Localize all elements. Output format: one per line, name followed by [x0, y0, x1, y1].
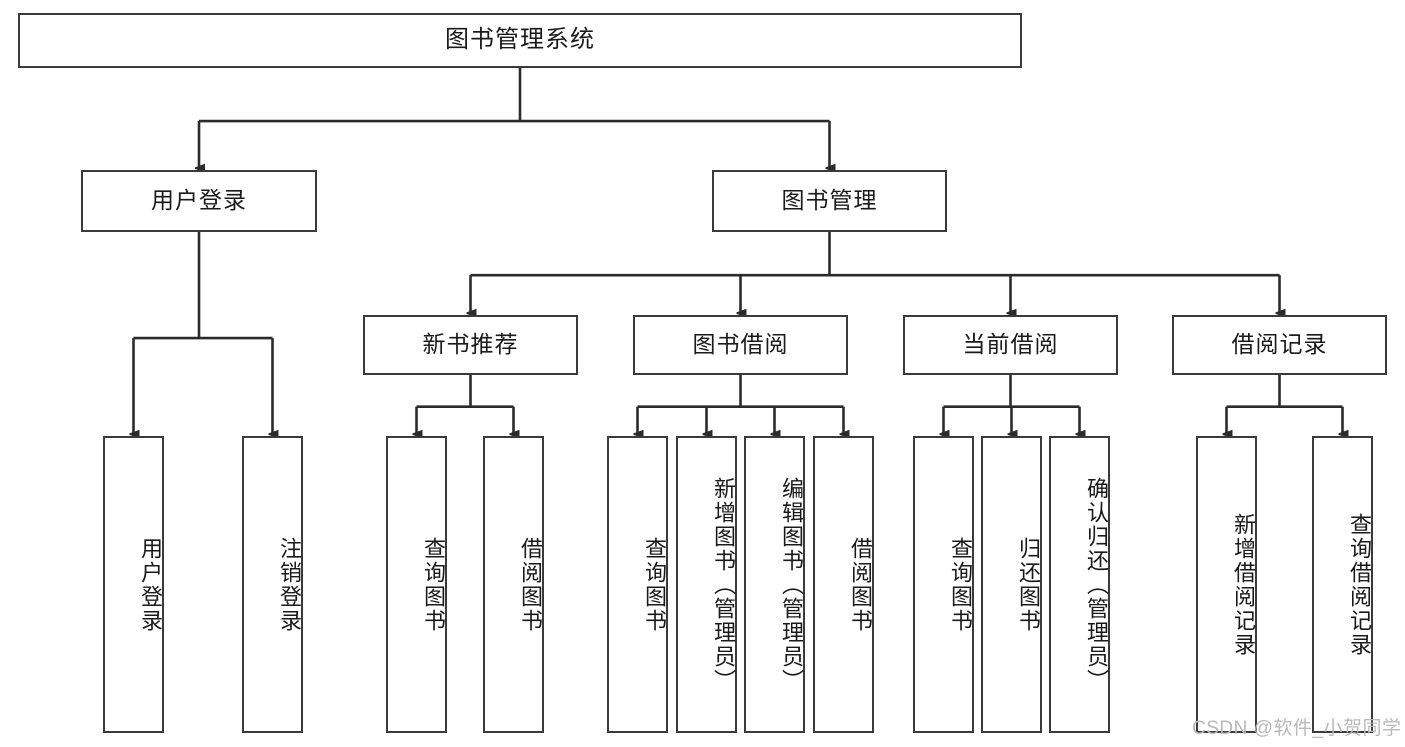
node-label: 图书借阅: [692, 331, 789, 358]
node-leaf-query-borrow-record[interactable]: 查询借阅记录: [1312, 436, 1373, 733]
node-leaf-add-book-admin[interactable]: 新增图书（管理员）: [676, 436, 737, 733]
node-leaf-query-books-3[interactable]: 查询图书: [913, 436, 974, 733]
node-leaf-add-borrow-record[interactable]: 新增借阅记录: [1196, 436, 1257, 733]
node-leaf-confirm-return-admin[interactable]: 确认归还（管理员）: [1049, 436, 1110, 733]
node-label: 图书管理: [781, 187, 878, 214]
node-leaf-return-books[interactable]: 归还图书: [981, 436, 1042, 733]
node-leaf-query-books-2[interactable]: 查询图书: [607, 436, 668, 733]
node-borrow-record[interactable]: 借阅记录: [1172, 315, 1387, 375]
node-label: 用户登录: [151, 187, 247, 214]
csdn-watermark: CSDN @软件_小贺同学: [1192, 718, 1402, 739]
node-label: 借阅图书: [848, 536, 873, 633]
node-label: 借阅记录: [1231, 331, 1328, 358]
node-label: 查询图书: [642, 536, 667, 633]
node-label: 当前借阅: [962, 331, 1059, 358]
node-leaf-edit-book-admin[interactable]: 编辑图书（管理员）: [744, 436, 805, 733]
node-leaf-borrow-books-1[interactable]: 借阅图书: [483, 436, 544, 733]
node-current-borrow[interactable]: 当前借阅: [903, 315, 1118, 375]
node-label: 确认归还（管理员）: [1084, 476, 1109, 693]
node-leaf-logout[interactable]: 注销登录: [242, 436, 303, 733]
node-label: 查询借阅记录: [1347, 512, 1372, 657]
node-label: 图书管理系统: [445, 26, 595, 54]
node-label: 归还图书: [1016, 536, 1041, 633]
node-label: 新书推荐: [422, 331, 519, 358]
node-leaf-user-login[interactable]: 用户登录: [103, 436, 164, 733]
node-label: 查询图书: [948, 536, 973, 633]
node-label: 借阅图书: [518, 536, 543, 633]
node-new-book-rec[interactable]: 新书推荐: [363, 315, 578, 375]
node-label: 编辑图书（管理员）: [779, 476, 804, 693]
node-label: 用户登录: [138, 536, 163, 633]
node-book-manage[interactable]: 图书管理: [712, 170, 947, 232]
node-label: 新增图书（管理员）: [711, 476, 736, 693]
node-label: 查询图书: [421, 536, 446, 633]
node-label: 注销登录: [277, 536, 302, 633]
node-user-login[interactable]: 用户登录: [81, 170, 317, 232]
node-leaf-query-books-1[interactable]: 查询图书: [386, 436, 447, 733]
node-root[interactable]: 图书管理系统: [18, 13, 1022, 68]
node-book-borrow[interactable]: 图书借阅: [633, 315, 848, 375]
node-leaf-borrow-books-2[interactable]: 借阅图书: [813, 436, 874, 733]
node-label: 新增借阅记录: [1231, 512, 1256, 657]
